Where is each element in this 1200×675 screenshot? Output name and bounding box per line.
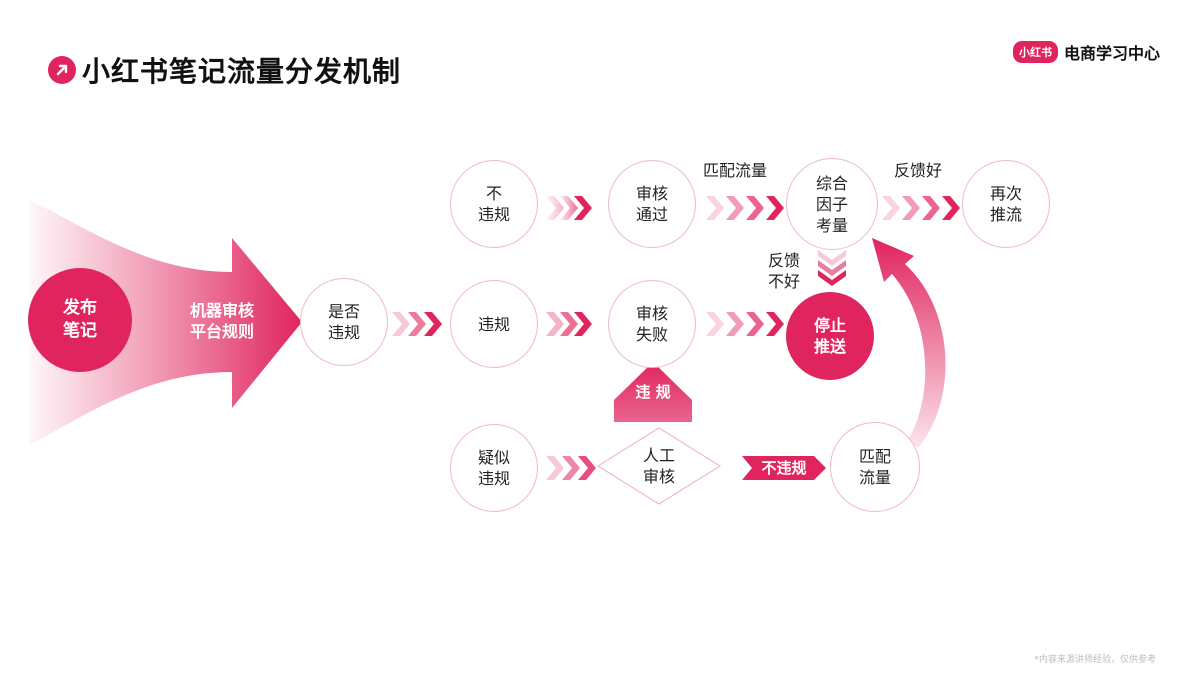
factors-node: 综合 因子 考量 [786, 158, 878, 250]
not-violation-tag-label: 不违规 [761, 459, 807, 477]
arrow-up-right-icon [48, 56, 76, 84]
violation-node: 违规 [450, 280, 538, 368]
chevron-arrow-suspected-to-manual [546, 456, 596, 480]
chevron-arrow-fail-to-stop [706, 312, 784, 336]
stop-push-node: 停止 推送 [786, 292, 874, 380]
manual-review-diamond [596, 427, 722, 505]
brand-badge: 小红书 [1012, 41, 1058, 63]
chevron-arrow-is-violation-to-violation [392, 312, 442, 336]
not-violation-node: 不 违规 [450, 160, 538, 248]
footnote: *内容来源讲师经验，仅供参考 [1034, 655, 1156, 665]
push-again-node: 再次 推流 [962, 160, 1050, 248]
suspected-violation-node: 疑似 违规 [450, 424, 538, 512]
not-violation-tag-arrow [742, 456, 826, 480]
page-header: 小红书笔记流量分发机制 [48, 50, 401, 90]
bad-feedback-edge-label: 反馈 不好 [767, 251, 800, 291]
machine-review-big-arrow [30, 200, 302, 445]
match-traffic-node: 匹配 流量 [830, 422, 920, 512]
curved-arrow-match-to-factors [872, 238, 946, 448]
chevron-arrow-pass-to-factors [706, 196, 784, 220]
brand-text: 电商学习中心 [1063, 44, 1160, 63]
good-feedback-edge-label: 反馈好 [893, 161, 942, 180]
chevron-arrow-factors-to-stop [818, 250, 846, 286]
page-title: 小红书笔记流量分发机制 [82, 55, 402, 88]
is-violation-node: 是否 违规 [300, 278, 388, 366]
match-traffic-edge-label: 匹配流量 [702, 161, 767, 180]
review-fail-node: 审核 失败 [608, 280, 696, 368]
review-pass-node: 审核 通过 [608, 160, 696, 248]
manual-review-label: 人工 审核 [642, 446, 675, 486]
machine-review-label: 机器审核 平台规则 [189, 301, 254, 341]
violation-up-label: 违 规 [635, 383, 671, 401]
chevron-arrow-factors-to-push-again [882, 196, 960, 220]
publish-note-node: 发布 笔记 [28, 268, 132, 372]
violation-up-arrow [614, 362, 692, 422]
chevron-arrow-not-violation-to-pass [546, 196, 592, 220]
chevron-arrow-violation-to-fail [546, 312, 592, 336]
brand-logo: 小红书 电商学习中心 [1012, 40, 1160, 64]
